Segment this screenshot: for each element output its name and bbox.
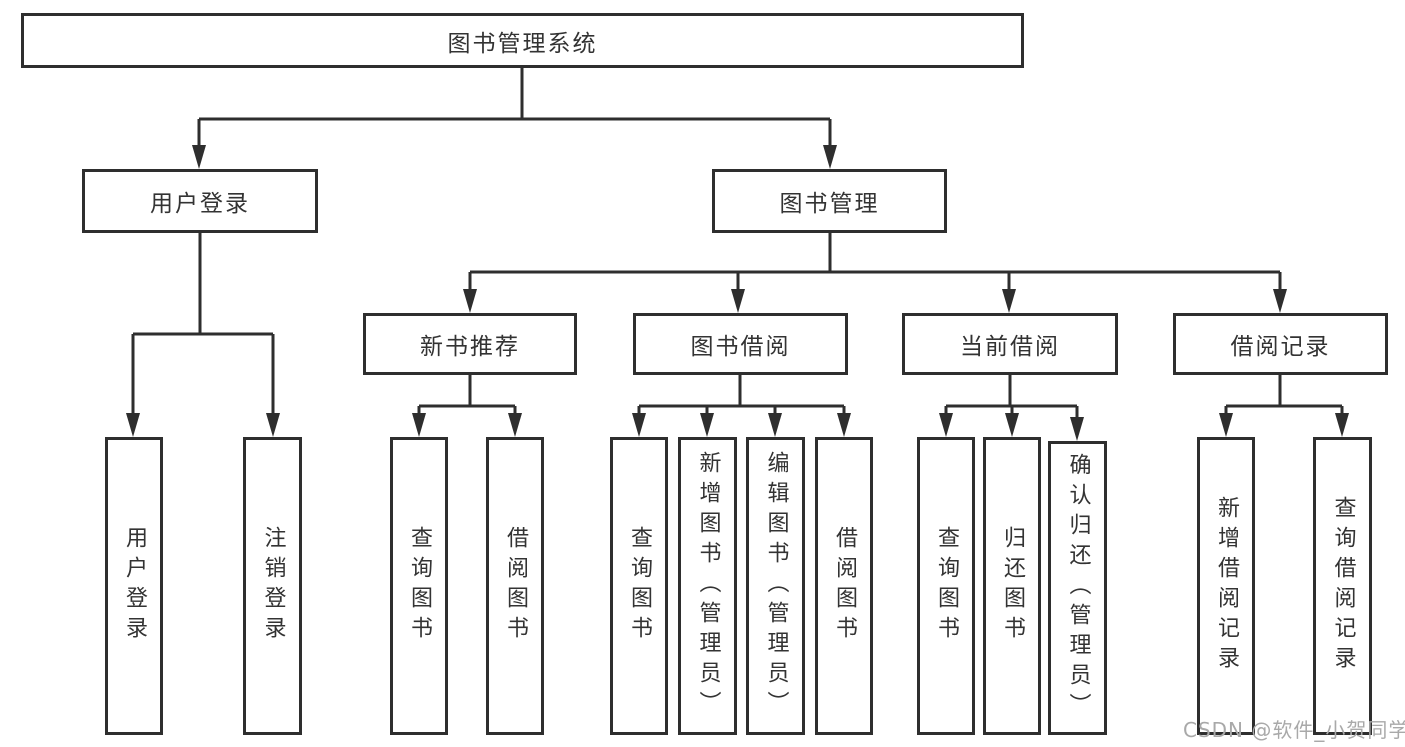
leaf-query-book-recommend: 查询图书 — [390, 437, 448, 735]
node-user-login: 用户登录 — [82, 169, 318, 233]
node-new-book-recommend: 新书推荐 — [363, 313, 577, 375]
node-root: 图书管理系统 — [21, 13, 1024, 68]
leaf-add-borrow-record: 新增借阅记录 — [1197, 437, 1255, 735]
leaf-logout: 注销登录 — [243, 437, 302, 735]
leaf-query-borrow-record: 查询借阅记录 — [1313, 437, 1372, 735]
node-book-management: 图书管理 — [712, 169, 947, 233]
node-book-borrow: 图书借阅 — [633, 313, 848, 375]
watermark: CSDN @软件_小贺同学 — [1183, 718, 1405, 742]
leaf-query-book-borrow: 查询图书 — [610, 437, 668, 735]
arrowheads — [126, 145, 1349, 441]
leaf-edit-book-admin: 编辑图书（管理员） — [746, 437, 805, 735]
leaf-user-login: 用户登录 — [105, 437, 163, 735]
leaf-return-book: 归还图书 — [983, 437, 1041, 735]
node-borrow-records: 借阅记录 — [1173, 313, 1388, 375]
leaf-borrow-book-recommend: 借阅图书 — [486, 437, 544, 735]
node-current-borrow: 当前借阅 — [902, 313, 1118, 375]
leaf-confirm-return-admin: 确认归还（管理员） — [1048, 441, 1107, 735]
leaf-borrow-book: 借阅图书 — [815, 437, 873, 735]
leaf-add-book-admin: 新增图书（管理员） — [678, 437, 737, 735]
leaf-query-book-current: 查询图书 — [917, 437, 975, 735]
